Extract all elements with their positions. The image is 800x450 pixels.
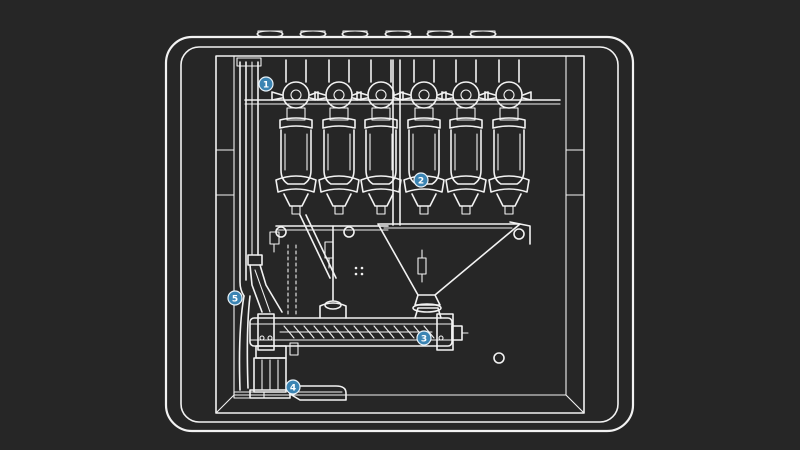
enclosure-inner — [180, 46, 619, 423]
svg-text:4: 4 — [290, 383, 296, 393]
mixing-funnel — [377, 221, 531, 313]
hopper-unit — [484, 59, 532, 215]
output-tray — [289, 385, 347, 401]
cabinet-right-wall — [565, 55, 585, 414]
svg-text:1: 1 — [263, 80, 269, 90]
marker-3[interactable]: 3 — [416, 330, 432, 346]
left-chute — [247, 231, 283, 313]
left-pipes — [236, 57, 262, 391]
cabinet-left-wall — [215, 55, 235, 414]
hopper-row — [271, 59, 532, 215]
dot-grid — [354, 266, 364, 276]
hopper-cap — [426, 30, 454, 38]
cabinet-frame — [215, 55, 585, 414]
hopper-unit — [314, 59, 362, 215]
marker-2[interactable]: 2 — [413, 172, 429, 188]
hopper-unit — [399, 59, 447, 215]
auger-conveyor — [249, 302, 469, 356]
svg-text:5: 5 — [232, 294, 238, 304]
hopper-cap — [299, 30, 327, 38]
hopper-cap — [256, 30, 284, 38]
hopper-cap — [469, 30, 497, 38]
hopper-cap — [384, 30, 412, 38]
svg-text:2: 2 — [418, 176, 424, 186]
marker-4[interactable]: 4 — [285, 379, 301, 395]
hopper-unit — [271, 59, 319, 215]
marker-5[interactable]: 5 — [227, 290, 243, 306]
hopper-unit — [441, 59, 489, 215]
auger-motor — [249, 345, 291, 399]
marker-1[interactable]: 1 — [258, 76, 274, 92]
hopper-caps — [256, 30, 497, 38]
svg-text:3: 3 — [421, 334, 427, 344]
drain-port — [493, 352, 505, 364]
left-struts — [275, 214, 389, 310]
hopper-unit — [356, 59, 404, 215]
hopper-cap — [341, 30, 369, 38]
